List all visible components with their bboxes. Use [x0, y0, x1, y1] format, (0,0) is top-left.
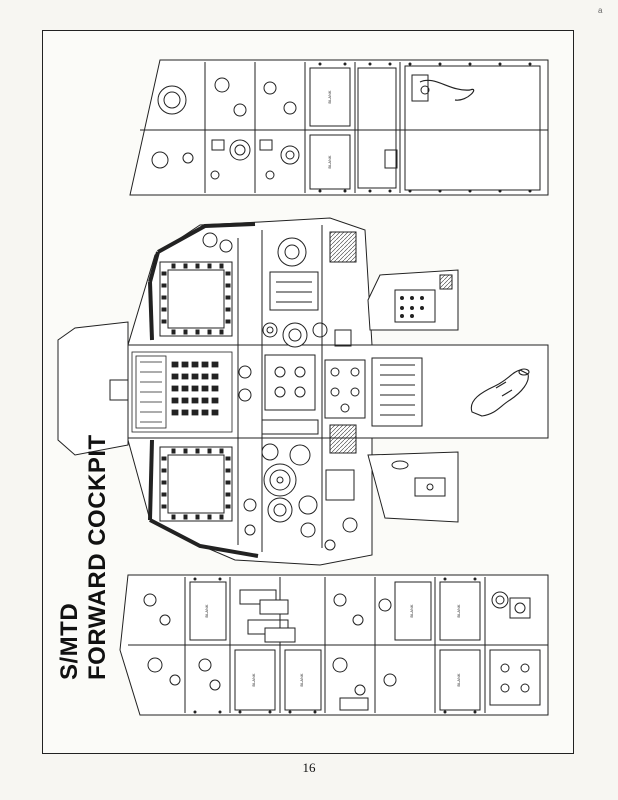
blank-panel-label: BLANK: [456, 604, 461, 617]
left-console: [119, 574, 549, 716]
mfd-display-lower: [159, 446, 233, 522]
right-console-screws: [318, 62, 532, 193]
center-pedestal: [371, 357, 423, 427]
right-console: [129, 59, 549, 196]
control-stick-grip: [470, 368, 530, 417]
aux-panel-upper: [367, 269, 459, 331]
upfront-control-panel: [131, 351, 233, 433]
left-console-screws: [193, 577, 477, 714]
document-title: S/MTD FORWARD COCKPIT: [56, 434, 111, 680]
blank-panel-label: BLANK: [456, 673, 461, 686]
mfd-display-upper: [159, 261, 233, 337]
title-line-2: FORWARD COCKPIT: [84, 434, 111, 680]
blank-panel-label: BLANK: [327, 155, 332, 168]
corner-mark: a: [598, 6, 603, 15]
page-number: 16: [302, 760, 316, 775]
aux-panel-lower: [367, 451, 459, 523]
blank-panel-label: BLANK: [251, 673, 256, 686]
flight-instruments: [202, 231, 366, 551]
blank-panel-label: BLANK: [204, 604, 209, 617]
title-line-1: S/MTD: [56, 602, 83, 680]
blank-panel-label: BLANK: [409, 604, 414, 617]
panel-labels: BLANK BLANK BLANK BLANK BLANK BLANK BLAN…: [204, 90, 461, 686]
blank-panel-label: BLANK: [327, 90, 332, 103]
main-instrument-panel: [127, 217, 549, 566]
blank-panel-label: BLANK: [299, 673, 304, 686]
